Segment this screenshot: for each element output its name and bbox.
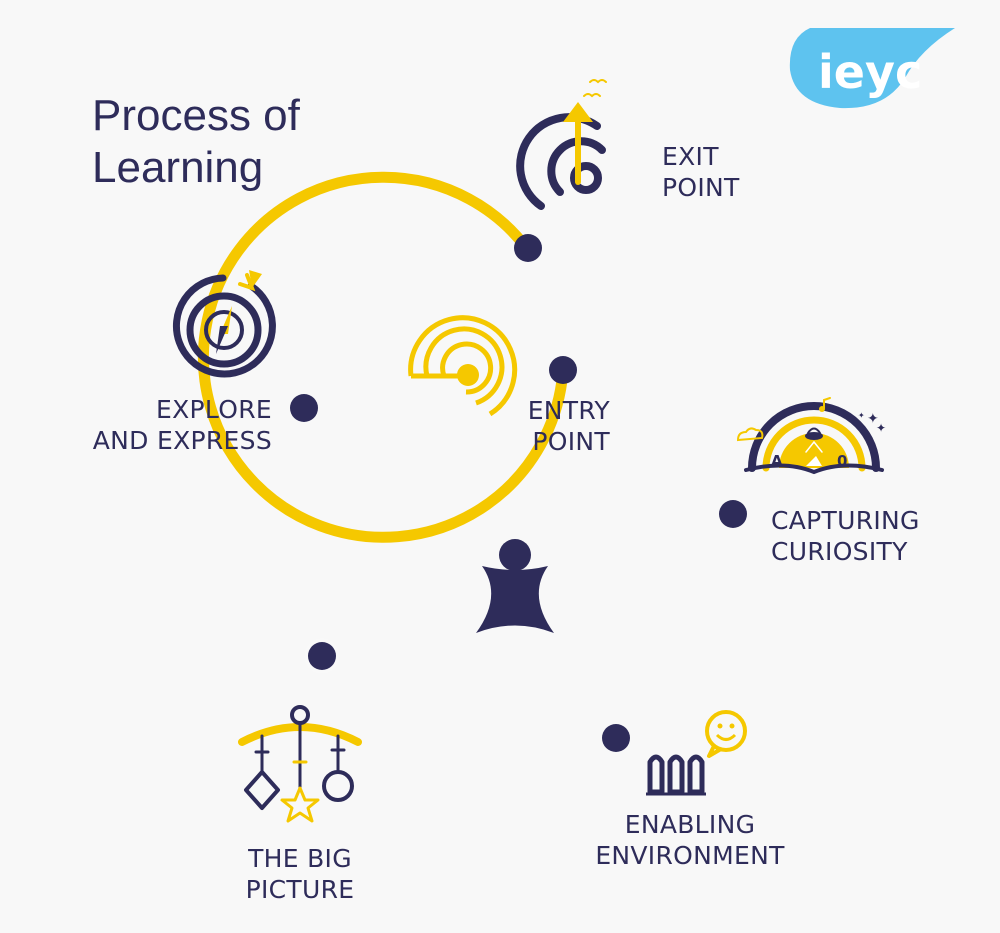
rainbow-letter-a: A <box>771 452 783 470</box>
stage-dot-entry-point <box>549 356 577 384</box>
compass-icon <box>172 270 276 378</box>
label-explore-express: EXPLORE AND EXPRESS <box>80 394 272 456</box>
label-enabling-environment-line-2: ENVIRONMENT <box>595 841 785 870</box>
page-title-line-2: Learning <box>92 143 264 192</box>
stage-dot-capturing-curiosity <box>719 500 747 528</box>
label-entry-point-line-1: ENTRY <box>527 396 610 425</box>
label-exit-point-line-1: EXIT <box>662 142 719 171</box>
label-entry-point: ENTRY POINT <box>480 395 610 457</box>
ieyc-logo <box>789 28 955 109</box>
page-title: Process of Learning <box>92 90 300 194</box>
fence-speech-bubble-icon <box>646 710 747 796</box>
label-big-picture: THE BIG PICTURE <box>215 843 385 905</box>
label-big-picture-line-1: THE BIG <box>248 844 352 873</box>
concentric-circles-icon <box>408 315 518 417</box>
page-title-line-1: Process of <box>92 91 300 140</box>
svg-text:✦: ✦ <box>876 421 886 435</box>
label-capturing-curiosity-line-2: CURIOSITY <box>771 537 908 566</box>
label-exit-point: EXIT POINT <box>662 141 740 203</box>
label-explore-express-line-2: AND EXPRESS <box>92 426 272 455</box>
rainbow-book-icon: ✦ ✦ ✦ A 0 <box>736 397 886 475</box>
label-capturing-curiosity-line-1: CAPTURING <box>771 506 920 535</box>
rainbow-digit-zero: 0 <box>837 452 847 470</box>
label-exit-point-line-2: POINT <box>662 173 740 202</box>
child-figure-icon <box>476 539 554 633</box>
label-enabling-environment-line-1: ENABLING <box>624 810 756 839</box>
logo-leaf-shape <box>789 28 955 109</box>
stage-dot-exit-point <box>514 234 542 262</box>
logo-text: ieyc <box>818 45 922 99</box>
stage-dot-enabling-environment <box>602 724 630 752</box>
label-big-picture-line-2: PICTURE <box>245 875 355 904</box>
stage-dot-explore-express <box>290 394 318 422</box>
label-explore-express-line-1: EXPLORE <box>156 395 272 424</box>
label-entry-point-line-2: POINT <box>532 427 610 456</box>
baby-mobile-icon <box>238 705 362 823</box>
svg-text:✦: ✦ <box>867 411 879 427</box>
label-capturing-curiosity: CAPTURING CURIOSITY <box>771 505 920 567</box>
spiral-path <box>198 171 569 543</box>
svg-text:✦: ✦ <box>858 411 865 420</box>
label-enabling-environment: ENABLING ENVIRONMENT <box>570 809 810 871</box>
target-arrow-icon <box>516 79 607 210</box>
stage-dot-big-picture <box>308 642 336 670</box>
